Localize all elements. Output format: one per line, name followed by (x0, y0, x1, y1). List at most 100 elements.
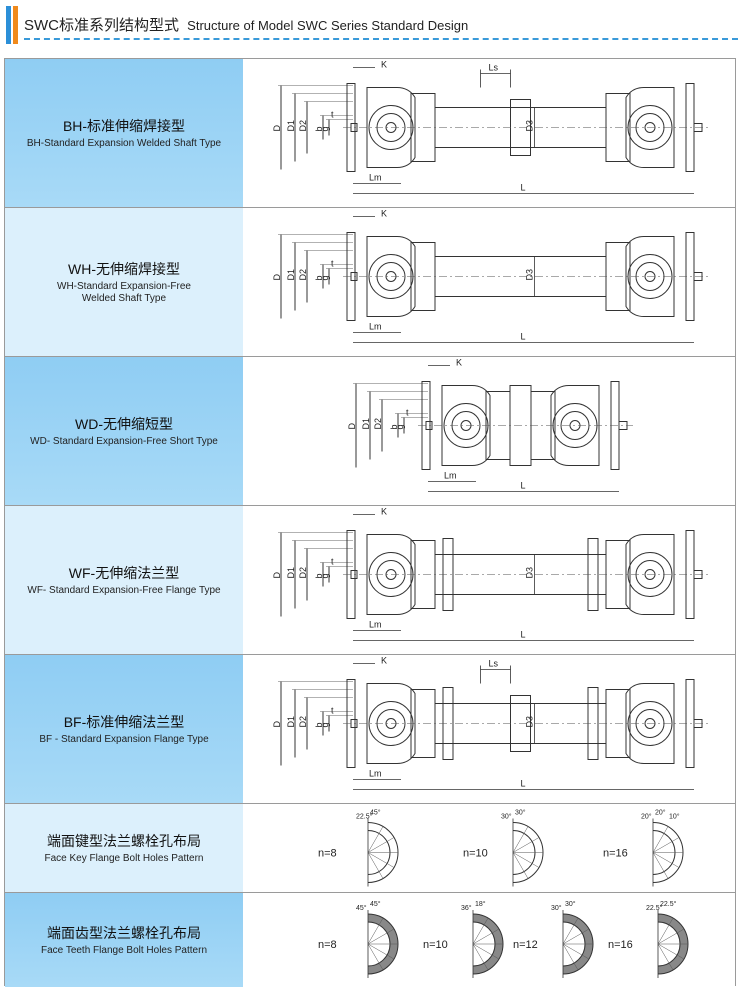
dim-label-d3: D3 (525, 567, 535, 579)
dim-label-b: b (314, 722, 324, 727)
dim-label-b: b (314, 573, 324, 578)
dim-label-d: D (347, 423, 357, 430)
left-yoke (366, 236, 416, 317)
row-label: WF-无伸缩法兰型 WF- Standard Expansion-Free Fla… (5, 506, 243, 654)
pattern-angle-label: 36° (461, 904, 472, 912)
dim-label-d3: D3 (525, 716, 535, 728)
dim-label-k: K (381, 656, 387, 666)
right-yoke (625, 534, 675, 615)
bolt-hole-ray (472, 928, 500, 945)
pattern-n-label: n=12 (513, 939, 538, 951)
row-title-en: Face Teeth Flange Bolt Holes Pattern (40, 945, 208, 956)
row-title-en: WF- Standard Expansion-Free Flange Type (27, 585, 221, 596)
right-yoke (625, 236, 675, 317)
pattern-n-label: n=16 (608, 939, 633, 951)
row-title-cn: BH-标准伸缩焊接型 (62, 118, 186, 134)
dim-label-g: g (320, 275, 330, 280)
dim-label-d1: D1 (286, 120, 296, 132)
table-row: WF-无伸缩法兰型 WF- Standard Expansion-Free Fla… (5, 506, 735, 655)
pattern-angle-label: 22.5° (660, 900, 677, 908)
bolt-hole-ray (657, 943, 685, 960)
dim-label-d: D (272, 274, 282, 281)
bolt-hole-ray (562, 917, 579, 945)
pattern-angle-label: 45° (370, 900, 381, 908)
dim-label-d3: D3 (525, 269, 535, 281)
dim-label-lm: Lm (369, 769, 382, 779)
page-title-cn: SWC标准系列结构型式 (24, 17, 179, 34)
dim-label-k: K (381, 209, 387, 219)
dim-label-d: D (272, 572, 282, 579)
dim-label-t: t (331, 706, 334, 716)
bolt-hole-ray (367, 917, 384, 945)
dim-label-t: t (331, 110, 334, 120)
pattern-n-label: n=16 (603, 848, 628, 860)
bolt-hole-ray (367, 837, 395, 853)
bolt-hole-ray (562, 943, 590, 960)
bolt-hole-ray (512, 837, 540, 853)
bolt-hole-ray (512, 852, 540, 868)
table-row: 端面齿型法兰螺栓孔布局 Face Teeth Flange Bolt Holes … (5, 893, 735, 987)
left-yoke (366, 534, 416, 615)
bolt-hole-ray (657, 943, 674, 971)
dim-label-d: D (272, 721, 282, 728)
dim-label-d3: D3 (525, 120, 535, 132)
dim-label-ls: Ls (489, 659, 499, 669)
pattern-angle-label: 45° (370, 809, 381, 817)
row-title-cn: WF-无伸缩法兰型 (68, 565, 180, 581)
dim-label-d2: D2 (298, 269, 308, 281)
dim-label-b: b (314, 126, 324, 131)
dim-label-d: D (272, 125, 282, 132)
row-title-cn: 端面齿型法兰螺栓孔布局 (47, 925, 201, 941)
dim-label-l: L (521, 183, 526, 193)
dim-label-d2: D2 (298, 567, 308, 579)
row-title-cn: 端面键型法兰螺栓孔布局 (47, 833, 201, 849)
bolt-hole-ray (652, 837, 680, 853)
bolt-hole-ray (512, 826, 529, 853)
row-label: 端面齿型法兰螺栓孔布局 Face Teeth Flange Bolt Holes … (5, 893, 243, 987)
row-title-en: WD- Standard Expansion-Free Short Type (30, 436, 218, 447)
dim-label-b: b (314, 275, 324, 280)
bolt-hole-ray (367, 928, 395, 945)
pattern-angle-label: 30° (551, 904, 562, 912)
bolt-hole-ray (367, 943, 384, 971)
dim-label-d2: D2 (373, 418, 383, 430)
row-title-cn: WH-无伸缩焊接型 (68, 261, 180, 277)
bolt-hole-ray (472, 917, 489, 945)
pattern-angle-label: 20° (641, 813, 652, 821)
left-yoke (366, 683, 416, 764)
bolt-hole-ray (652, 852, 680, 868)
bolt-hole-ray (657, 917, 674, 945)
dim-label-k: K (381, 507, 387, 517)
dim-label-d1: D1 (286, 716, 296, 728)
dim-label-l: L (521, 332, 526, 342)
bolt-hole-ray (367, 826, 384, 853)
bolt-hole-ray (367, 852, 384, 879)
page-title: SWC标准系列结构型式 Structure of Model SWC Serie… (24, 14, 468, 35)
pattern-angle-label: 30° (565, 900, 576, 908)
bolt-hole-ray (367, 852, 395, 868)
dim-label-t: t (331, 557, 334, 567)
bolt-hole-ray (512, 852, 529, 879)
dim-label-g: g (320, 126, 330, 131)
pattern-n-label: n=8 (318, 939, 337, 951)
pattern-n-label: n=8 (318, 848, 337, 860)
dim-label-t: t (406, 408, 409, 418)
bolt-hole-ray (367, 943, 395, 960)
right-yoke (625, 87, 675, 168)
